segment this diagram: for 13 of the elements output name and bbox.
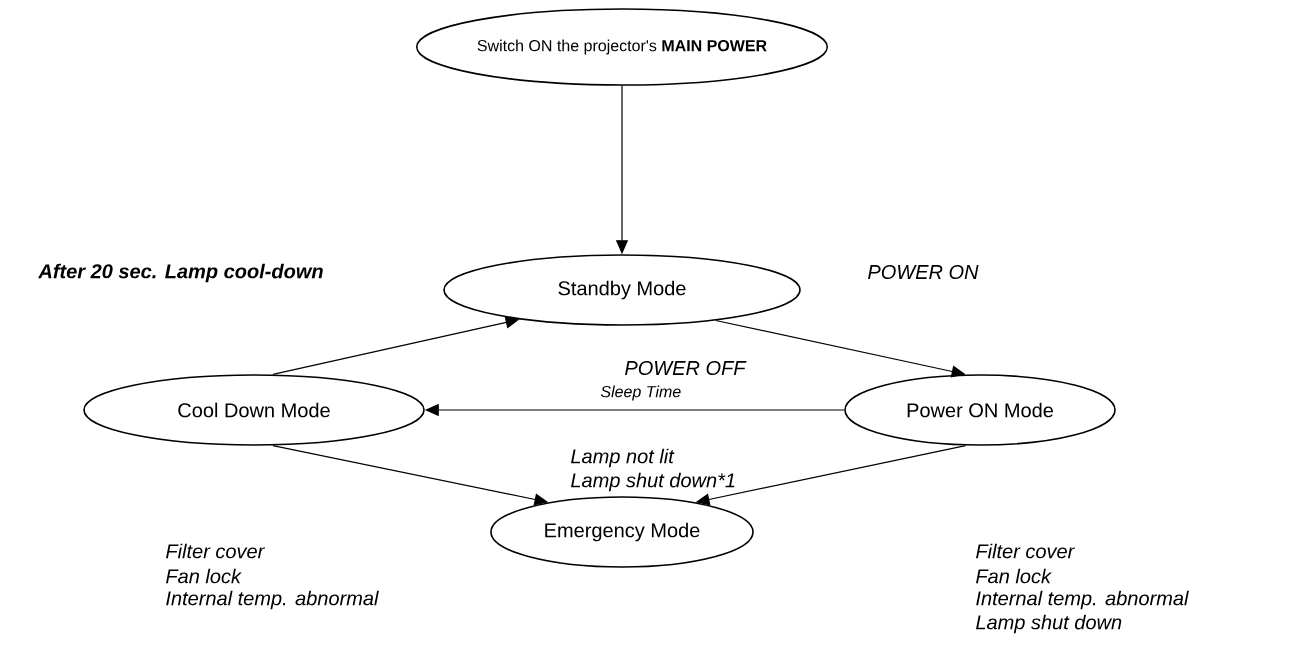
condition-text: Internal temp. abnormal: [166, 590, 379, 610]
condition-text: Internal temp. abnormal: [976, 590, 1189, 610]
condition-text: Fan lock: [976, 568, 1052, 584]
edge-label: POWER OFF: [625, 360, 747, 376]
condition-text: Filter cover: [166, 543, 265, 559]
condition-text: Fan lock: [166, 568, 242, 584]
condition-text: Lamp shut down*1: [571, 472, 735, 492]
condition-text: Lamp not lit: [571, 448, 675, 468]
condition-text: Filter cover: [976, 543, 1075, 559]
edge-label: POWER ON: [868, 264, 979, 280]
edge-label: After 20 sec. Lamp cool-down: [38, 263, 323, 283]
condition-text: Sleep Time: [600, 385, 681, 401]
condition-text: Lamp shut down: [976, 614, 1122, 634]
